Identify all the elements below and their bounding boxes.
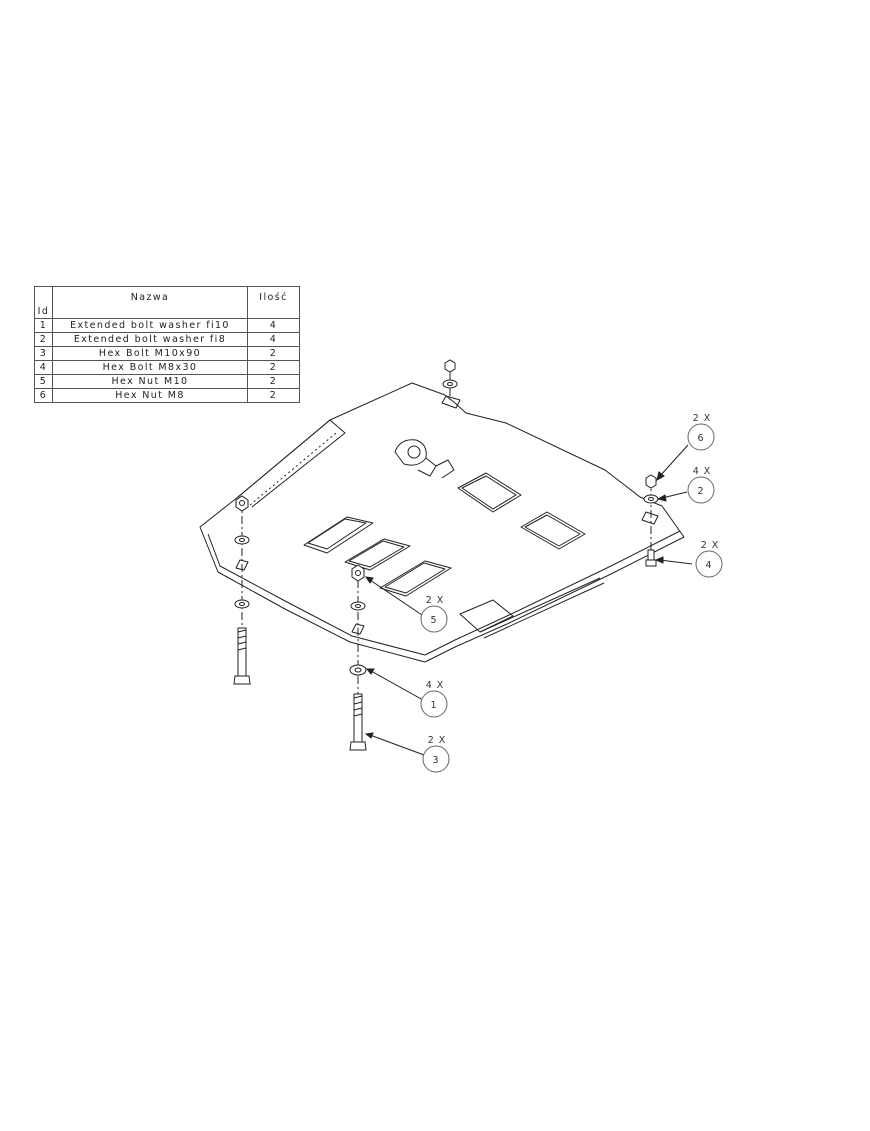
logo-emboss [394,439,455,479]
callout-qty-1: 4 X [426,680,445,691]
hex-bolt-m8x30-right [645,549,657,567]
leader-6 [659,444,689,477]
callout-circle-1 [420,690,448,718]
leader-4 [659,559,693,565]
callout-qty-2: 4 X [693,466,712,477]
washer-fi8-top [442,379,458,389]
callout-number-3: 3 [432,755,439,766]
callout-circle-2 [687,476,715,504]
callout-qty-4: 2 X [701,540,720,551]
washer-fi10-center-top [350,601,366,611]
callout-number-1: 1 [430,700,437,711]
washer-fi10-left-top [234,535,250,545]
vent-slot [457,472,522,513]
callout-qty-3: 2 X [428,735,447,746]
leader-3 [369,734,425,756]
washer-fi8-right [643,494,659,504]
callout-number-5: 5 [430,615,437,626]
callout-circle-5 [420,605,448,633]
leader-2 [661,491,688,499]
washer-fi10-center-bottom [349,664,367,676]
callout-qty-5: 2 X [426,595,445,606]
washer-fi10-left-bottom [234,599,250,609]
plate-edge [207,530,681,656]
hex-nut-m10-center [351,564,365,582]
hex-bolt-m10x90-left [233,627,251,685]
parts-table-header: Id Nazwa Ilość [34,286,300,319]
parts-table: Id Nazwa Ilość 1 Extended bolt washer fi… [34,286,300,403]
vent-slot [379,560,452,597]
hex-nut-m10-left [235,495,249,512]
vent-slot [303,516,374,554]
callout-circle-6 [687,423,715,451]
leader-1 [370,670,424,701]
row-qty: 2 [247,388,300,403]
mount-slot [441,395,461,409]
callout-circle-3 [422,745,450,773]
hex-nut-m8-right [645,474,657,489]
mount-slot [351,623,365,635]
callout-number-6: 6 [697,433,704,444]
header-qty: Ilość [247,286,300,319]
callout-number-2: 2 [697,486,704,497]
mount-slot [641,511,659,525]
callout-qty-6: 2 X [693,413,712,424]
table-row: 6 Hex Nut M8 2 [34,388,300,403]
mount-slot [235,559,249,571]
callout-circle-4 [695,550,723,578]
hex-bolt-m10x90-center [349,693,367,751]
hex-nut-m8-top [444,359,456,373]
vent-slot [520,511,586,550]
vent-slot [344,538,411,571]
vent-slot [459,599,514,633]
callout-number-4: 4 [705,560,712,571]
leader-5 [369,579,423,616]
plate-flange [237,419,346,508]
